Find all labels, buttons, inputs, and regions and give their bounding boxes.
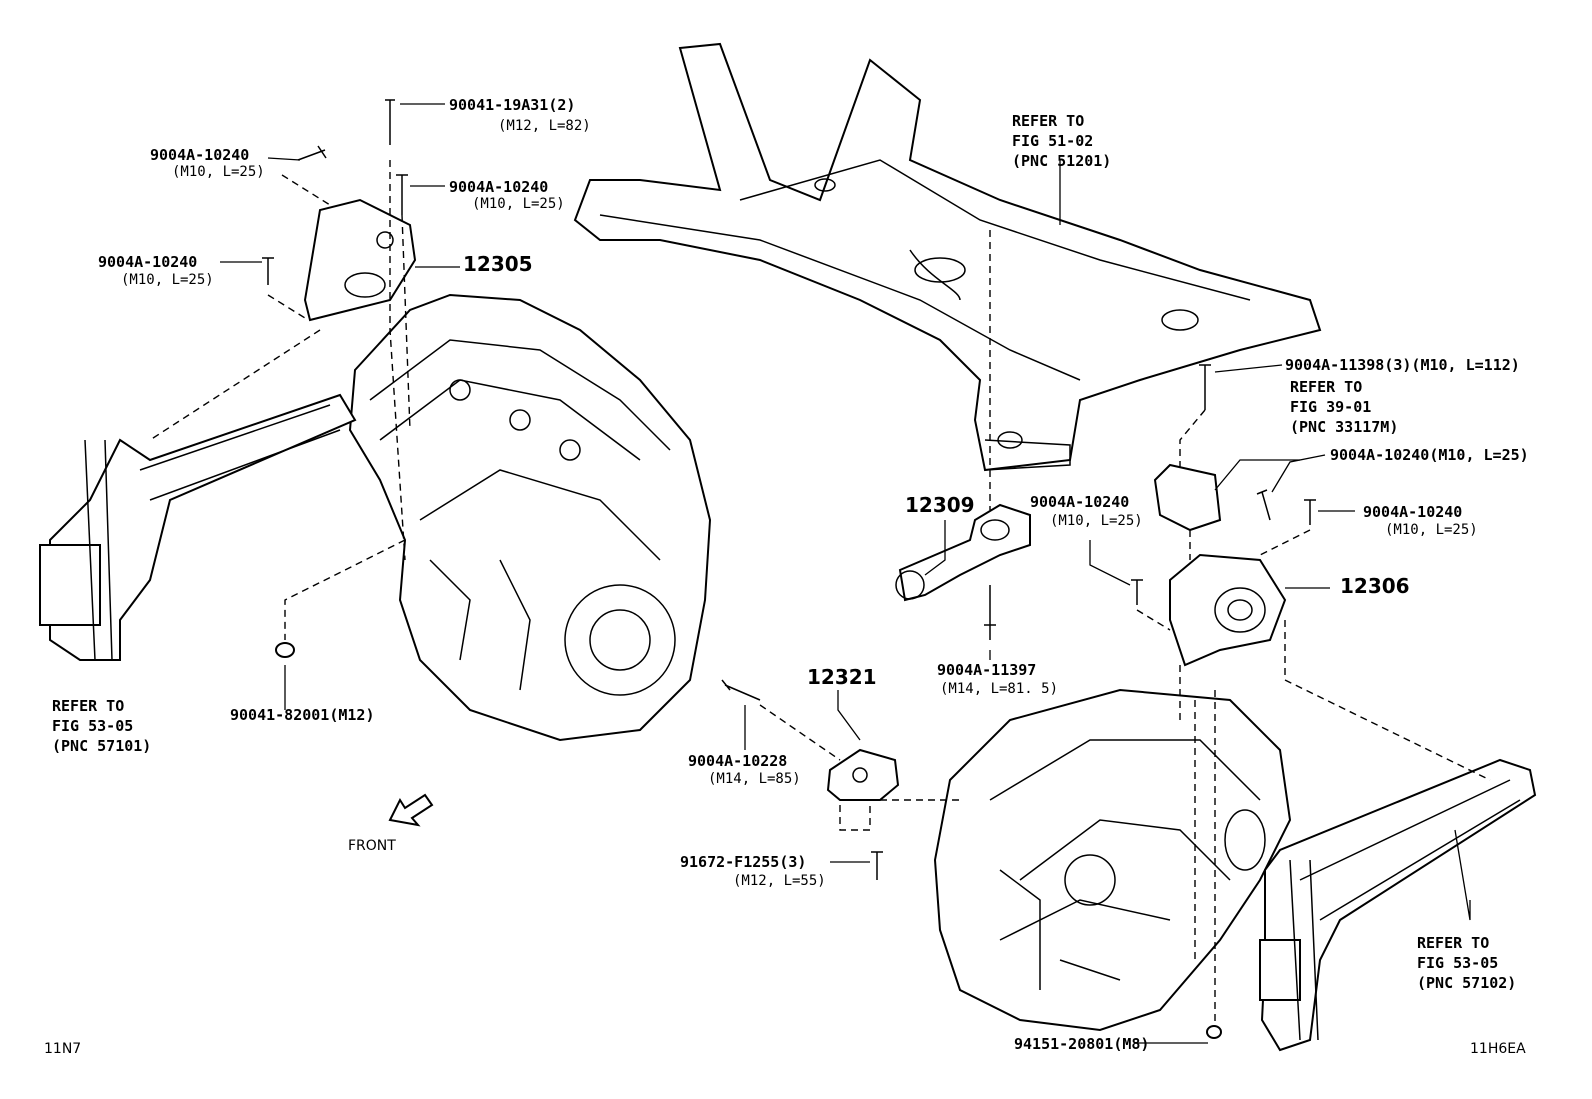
transaxle-bracket [1153, 463, 1222, 532]
part-label-12321: 12321 [807, 665, 877, 689]
engine-mount-rod-12309 [895, 503, 1031, 602]
part-spec-9004A-10240-a: (M10, L=25) [172, 164, 265, 180]
part-label-9004A-10240-f: 9004A-10240 [1363, 503, 1463, 521]
bolts [262, 99, 1316, 1039]
reference-fig-39-01: REFER TO FIG 39-01 (PNC 33117M) [1290, 378, 1399, 436]
part-label-9004A-10240-a: 9004A-10240 [150, 146, 250, 164]
part-spec-90041-19A31: (M12, L=82) [498, 118, 591, 134]
part-label-12305: 12305 [463, 252, 533, 276]
diagram-code-left: 11N7 [44, 1041, 82, 1057]
part-label-91672-F1255: 91672-F1255(3) [680, 853, 807, 871]
transaxle-mount-12306 [1169, 553, 1287, 667]
left-side-member [39, 393, 357, 661]
front-label: FRONT [348, 838, 396, 854]
engine-assembly [348, 293, 712, 742]
engine-mount-12305 [303, 198, 417, 322]
part-label-9004A-11397: 9004A-11397 [937, 661, 1037, 679]
part-label-9004A-10240-c: 9004A-10240 [98, 253, 198, 271]
reference-fig-51-02: REFER TO FIG 51-02 (PNC 51201) [1012, 112, 1112, 170]
part-spec-9004A-10228: (M14, L=85) [708, 771, 801, 787]
part-label-12309: 12309 [905, 493, 975, 517]
part-label-9004A-10228: 9004A-10228 [688, 752, 788, 770]
part-label-9004A-10240-b: 9004A-10240 [449, 178, 549, 196]
part-label-94151-20801: 94151-20801(M8) [1014, 1035, 1150, 1053]
part-label-12306: 12306 [1340, 574, 1410, 598]
part-label-9004A-10240-e: 9004A-10240 [1030, 493, 1130, 511]
front-arrow-icon [388, 793, 434, 827]
suspension-crossmember [573, 42, 1322, 472]
reference-fig-53-05-left: REFER TO FIG 53-05 (PNC 57101) [52, 697, 152, 755]
part-spec-9004A-11397: (M14, L=81. 5) [940, 681, 1059, 697]
reference-fig-53-05-right: REFER TO FIG 53-05 (PNC 57102) [1417, 934, 1517, 992]
part-spec-9004A-10240-c: (M10, L=25) [121, 272, 214, 288]
leader-lines [220, 103, 1471, 1044]
part-label-9004A-10240-d: 9004A-10240(M10, L=25) [1330, 446, 1529, 464]
engine-mount-bracket-12321 [826, 748, 900, 801]
part-spec-9004A-10240-e: (M10, L=25) [1050, 513, 1143, 529]
part-label-9004A-11398: 9004A-11398(3)(M10, L=112) [1285, 356, 1520, 374]
part-spec-91672-F1255: (M12, L=55) [733, 873, 826, 889]
alignment-lines [149, 160, 1491, 1025]
part-spec-9004A-10240-b: (M10, L=25) [472, 196, 565, 212]
right-side-member [1259, 758, 1537, 1052]
part-label-90041-82001: 90041-82001(M12) [230, 706, 375, 724]
part-spec-9004A-10240-f: (M10, L=25) [1385, 522, 1478, 538]
diagram-code-right: 11H6EA [1470, 1041, 1526, 1057]
part-label-90041-19A31: 90041-19A31(2) [449, 96, 576, 114]
transaxle-assembly [933, 688, 1292, 1032]
